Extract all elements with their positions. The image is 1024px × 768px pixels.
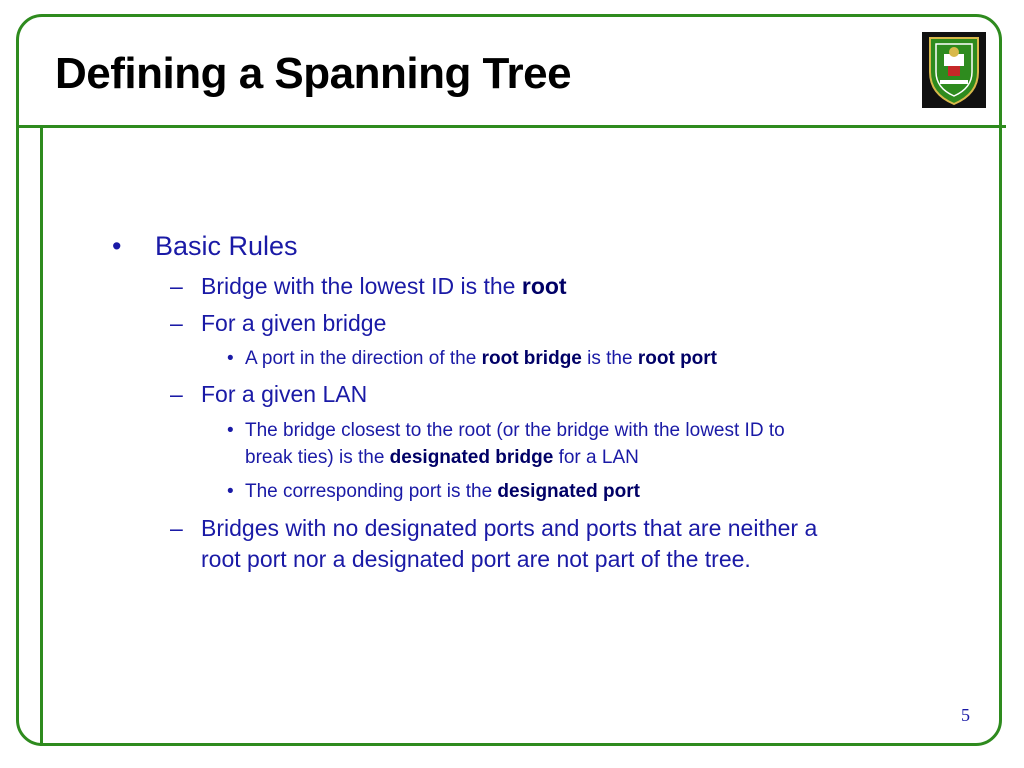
dash-marker: – [170,515,183,541]
rule-designated-port-bold: designated port [497,481,640,502]
sub-bullet-marker: • [227,481,234,502]
rule-lowest-id-text: Bridge with the lowest ID is the [201,273,522,299]
rule-root-port-mid: is the [581,348,638,369]
university-crest-icon [922,32,986,108]
sub-bullet-marker: • [227,420,234,441]
heading-basic-rules: Basic Rules [155,231,298,261]
rule-lowest-id: Bridge with the lowest ID is the root [201,271,567,301]
rule-designated-port-text: The corresponding port is the [245,481,498,502]
rule-root-port-bold: root port [637,348,718,369]
bullet-marker: • [112,231,122,261]
page-number: 5 [961,705,970,725]
rule-given-lan: For a given LAN [201,381,368,407]
slide-frame [16,14,1002,746]
sub-bullet-marker: • [227,348,234,369]
rule-not-part-line2: root port nor a designated port are not … [201,546,751,572]
rule-root-port: A port in the direction of the root brid… [245,346,717,372]
dash-marker: – [170,273,183,299]
side-divider [40,125,43,746]
crest-graphic [929,37,979,106]
title-divider [16,125,1006,128]
rule-not-part-line1: Bridges with no designated ports and por… [201,515,818,541]
rule-root-port-text: A port in the direction of the [245,348,482,369]
rule-designated-bridge-tail: for a LAN [553,447,639,468]
dash-marker: – [170,381,183,407]
dash-marker: – [170,310,183,336]
slide-title: Defining a Spanning Tree [55,49,572,98]
rule-designated-port: The corresponding port is the designated… [245,479,640,505]
rule-designated-bridge-text: break ties) is the [245,447,390,468]
rule-designated-bridge-bold: designated bridge [389,447,554,468]
rule-designated-bridge-line1: The bridge closest to the root (or the b… [245,420,785,441]
rule-designated-bridge-line2: break ties) is the designated bridge for… [245,445,639,471]
rule-given-bridge: For a given bridge [201,310,387,336]
rule-root-bridge-bold: root bridge [481,348,582,369]
rule-lowest-id-bold: root [521,273,567,299]
